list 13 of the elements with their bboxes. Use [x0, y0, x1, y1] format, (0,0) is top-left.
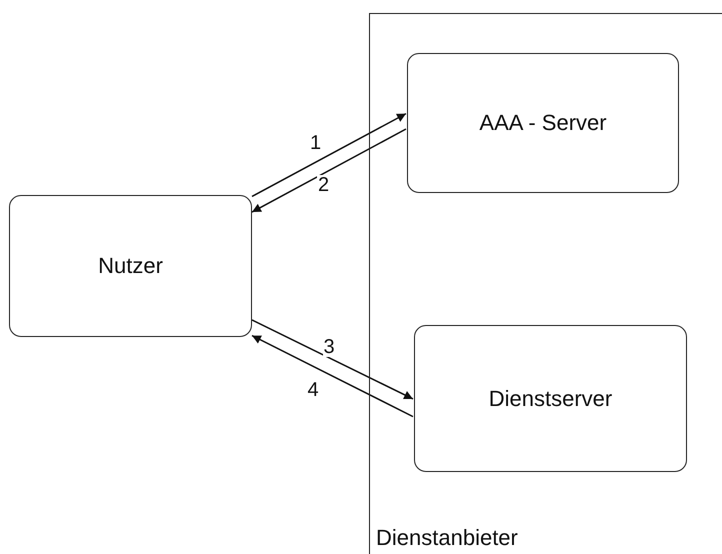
rounded-box: [414, 325, 687, 472]
rounded-box: [9, 195, 252, 337]
arrow: [252, 112, 406, 198]
arrow: [252, 334, 414, 418]
arrow: [252, 128, 406, 213]
node-label: AAA - Server: [479, 110, 607, 136]
node-label: Dienstserver: [488, 386, 612, 412]
node-label: Nutzer: [98, 253, 163, 279]
arrow: [252, 319, 414, 400]
area-label: Dienstanbieter: [376, 526, 518, 550]
provider-area: [369, 13, 722, 554]
rounded-box: [407, 53, 679, 193]
edge-label: 3: [322, 337, 336, 358]
